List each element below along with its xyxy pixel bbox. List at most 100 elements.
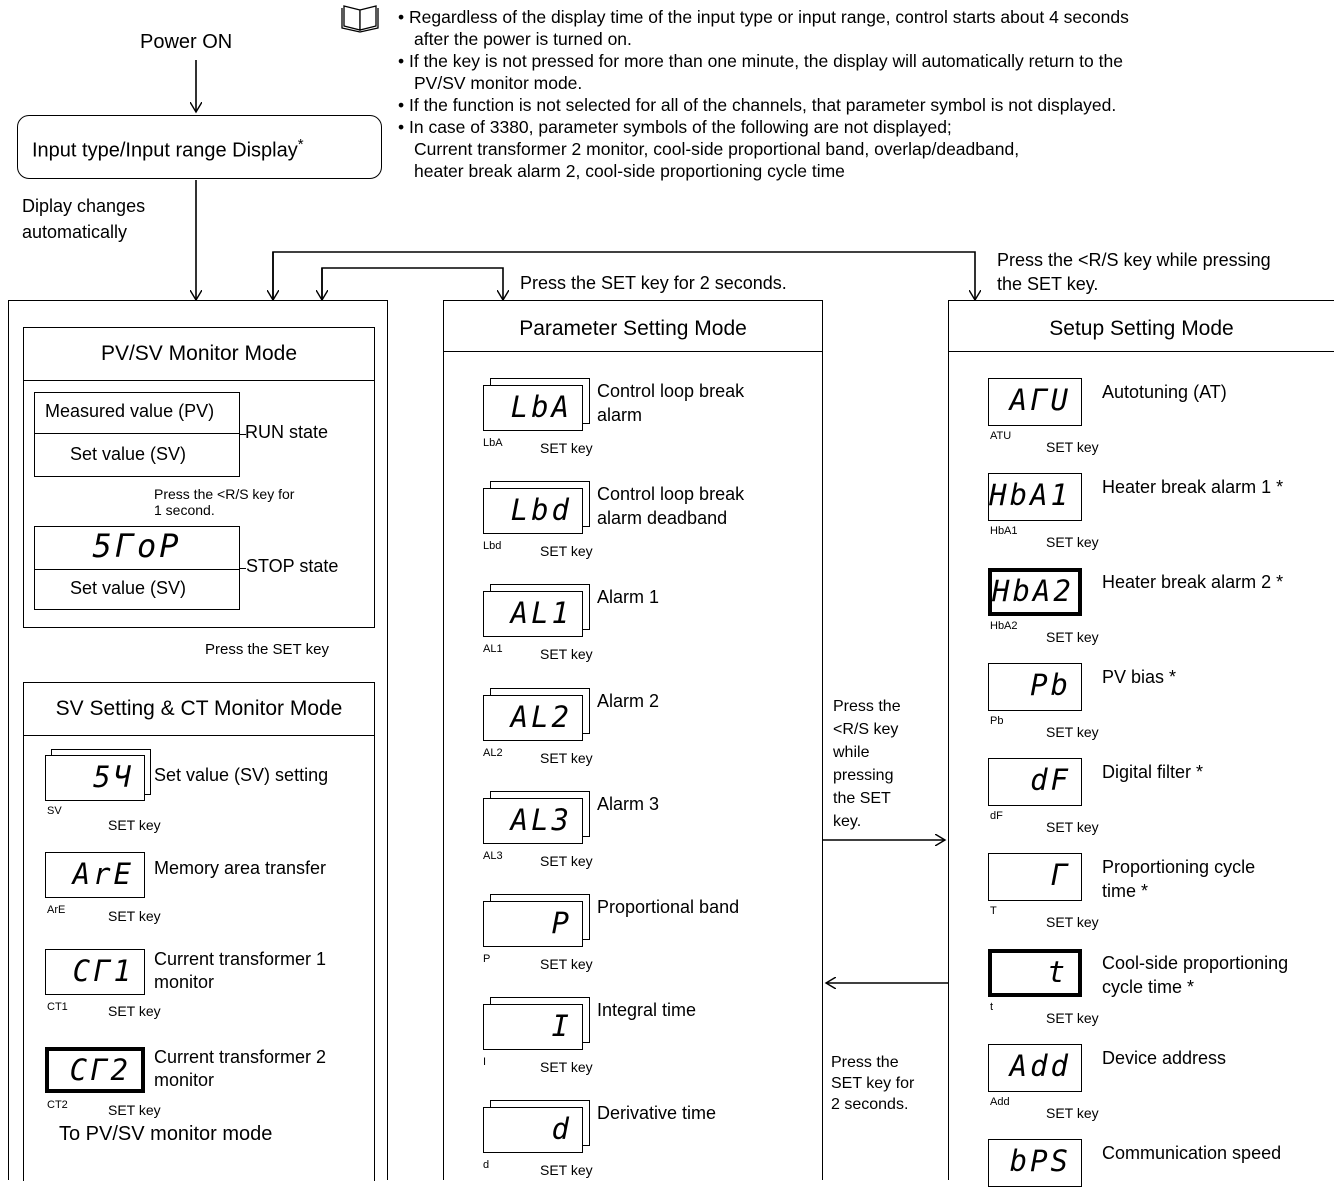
left-panel: PV/SV Monitor Mode Measured value (PV) S… xyxy=(8,300,388,1181)
power-on-label: Power ON xyxy=(140,31,233,53)
param-al2-mnemonic: AL2 xyxy=(483,747,503,759)
input-range-display-label: Input type/Input range Display xyxy=(32,139,298,162)
press-set-2s-label: Press the SET key for 2 seconds. xyxy=(520,273,787,293)
setup-hba2-code: HbA2 xyxy=(992,574,1074,608)
parameter-title: Parameter Setting Mode xyxy=(519,317,747,340)
ct1-monitor-display: CГ1 xyxy=(45,949,145,995)
sv-setting-display: 5Ч xyxy=(45,755,145,801)
setup-add-mnemonic: Add xyxy=(990,1096,1010,1108)
param-al1-mnemonic: AL1 xyxy=(483,643,503,655)
note-1b: after the power is turned on. xyxy=(414,29,632,49)
setup-hba2-display: HbA2 xyxy=(988,568,1082,616)
setup-hba1-label: Heater break alarm 1 * xyxy=(1102,477,1284,497)
param-p-mnemonic: P xyxy=(483,953,491,965)
set-key-label: SET key xyxy=(108,817,161,833)
set-value-label: Set value (SV) xyxy=(70,444,187,464)
param-p-code: P xyxy=(551,906,572,940)
to-pv-monitor-label: To PV/SV monitor mode xyxy=(59,1123,273,1145)
run-state-display: Measured value (PV) Set value (SV) xyxy=(34,392,240,477)
auto-change-line2: automatically xyxy=(22,222,128,242)
param-i-display: I xyxy=(483,1004,583,1050)
setup-atu-mnemonic: ATU xyxy=(990,430,1012,442)
setup-bps-label: Communication speed xyxy=(1102,1143,1282,1163)
setup-t-code: Г xyxy=(1050,858,1071,892)
param-d-mnemonic: d xyxy=(483,1159,490,1171)
ct2-monitor-display: CГ2 xyxy=(45,1047,145,1093)
pv-sv-monitor-title: PV/SV Monitor Mode xyxy=(100,342,298,365)
note-4c: heater break alarm 2, cool-side proporti… xyxy=(414,161,845,181)
setup-t-mnemonic: t xyxy=(990,1001,994,1013)
run-state-label: RUN state xyxy=(245,422,329,442)
setup-bps-code: bPS xyxy=(1009,1144,1071,1178)
ct2-label-2: monitor xyxy=(154,1070,215,1090)
setup-t-code: t xyxy=(1047,955,1068,989)
are-code: ArE xyxy=(72,857,134,891)
setup-bps-display: bPS xyxy=(988,1139,1082,1187)
setup-df-label: Digital filter * xyxy=(1102,762,1204,782)
param-lbd-mnemonic: Lbd xyxy=(483,540,502,552)
setup-df-mnemonic: dF xyxy=(990,810,1003,822)
set-key-label: SET key xyxy=(540,1162,593,1178)
set-key-label: SET key xyxy=(108,1102,161,1118)
param-i-code: I xyxy=(551,1009,572,1043)
setup-pb-label: PV bias * xyxy=(1102,667,1177,687)
sv-code: 5Ч xyxy=(93,760,134,794)
param-i-mnemonic: I xyxy=(483,1056,487,1068)
memory-area-label: Memory area transfer xyxy=(154,858,327,878)
param-d-label: Derivative time xyxy=(597,1103,717,1123)
press-rs-setup-line1: Press the <R/S key while pressing xyxy=(997,250,1271,270)
ct2-mnemonic: CT2 xyxy=(47,1099,68,1111)
set-key-label: SET key xyxy=(540,853,593,869)
memory-area-display: ArE xyxy=(45,852,145,898)
set-key-label: SET key xyxy=(540,543,593,559)
ct1-label: Current transformer 1 xyxy=(154,949,327,969)
set-key-label: SET key xyxy=(540,440,593,456)
set-key-label: SET key xyxy=(1046,629,1099,645)
param-al3-code: AL3 xyxy=(510,803,572,837)
set-key-label: SET key xyxy=(540,956,593,972)
setup-hba1-display: HbA1 xyxy=(988,473,1082,521)
setup-hba2-mnemonic: HbA2 xyxy=(990,620,1018,632)
param-al3-mnemonic: AL3 xyxy=(483,850,503,862)
setup-hba1-code: HbA1 xyxy=(989,478,1071,512)
setup-add-display: Add xyxy=(988,1044,1082,1092)
setup-pb-display: Pb xyxy=(988,663,1082,711)
set-key-label: SET key xyxy=(108,1003,161,1019)
set-key-label: SET key xyxy=(1046,724,1099,740)
setup-atu-display: AГU xyxy=(988,378,1082,426)
setup-pb-code: Pb xyxy=(1030,668,1071,702)
param-d-display: d xyxy=(483,1107,583,1153)
note-1: • Regardless of the display time of the … xyxy=(398,7,1129,27)
ct1-code: CГ1 xyxy=(72,954,134,988)
set-key-label: SET key xyxy=(540,750,593,766)
param-i-label: Integral time xyxy=(597,1000,697,1020)
set-key-label: SET key xyxy=(1046,914,1099,930)
ct1-label-2: monitor xyxy=(154,972,215,992)
pv-sv-monitor-mode: PV/SV Monitor Mode Measured value (PV) S… xyxy=(23,327,375,628)
notes-list: • Regardless of the display time of the … xyxy=(398,6,1334,182)
param-al2-label: Alarm 2 xyxy=(597,691,660,711)
sv-setting-label: Set value (SV) setting xyxy=(154,765,329,785)
note-4: • In case of 3380, parameter symbols of … xyxy=(398,117,952,137)
param-al2-code: AL2 xyxy=(510,700,572,734)
param-d-code: d xyxy=(551,1112,572,1146)
set-key-label: SET key xyxy=(540,1059,593,1075)
press-rs-setup-line2: the SET key. xyxy=(997,274,1099,294)
param-lbd-code: Lbd xyxy=(510,493,572,527)
sv-ct-title: SV Setting & CT Monitor Mode xyxy=(55,697,343,720)
param-al3-label: Alarm 3 xyxy=(597,794,660,814)
setup-add-code: Add xyxy=(1009,1049,1071,1083)
setup-hba1-mnemonic: HbA1 xyxy=(990,525,1018,537)
set-key-label: SET key xyxy=(540,646,593,662)
param-p-label: Proportional band xyxy=(597,897,740,917)
param-al2-display: AL2 xyxy=(483,695,583,741)
set-key-label: SET key xyxy=(1046,1105,1099,1121)
setup-atu-code: AГU xyxy=(1009,383,1071,417)
stop-code: 5ГoP xyxy=(92,527,182,565)
setup-t-display: Г xyxy=(988,853,1082,901)
asterisk-mark: * xyxy=(297,136,304,153)
param-lba-code: LbA xyxy=(510,390,572,424)
